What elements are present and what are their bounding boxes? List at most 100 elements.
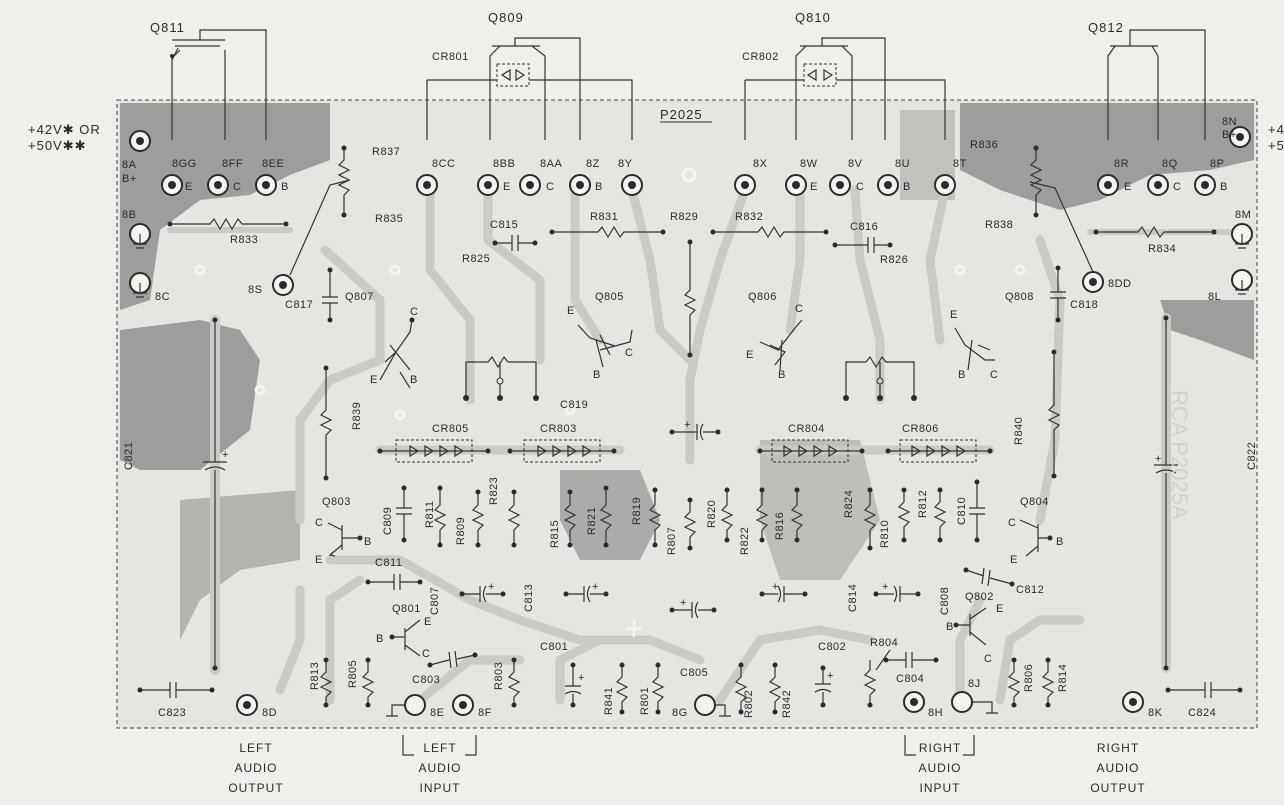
svg-text:R814: R814 (1057, 664, 1069, 692)
top-transistor-q809: Q809 CR801 (426, 10, 633, 140)
bottom-resistor-labels: R813 R805 R803 R841 R801 R802 R842 R806 … (309, 660, 1069, 718)
terminal-8g: 8G (672, 694, 731, 719)
q812-label: Q812 (1088, 20, 1124, 35)
svg-text:8D: 8D (262, 707, 277, 719)
svg-text:C: C (546, 181, 554, 193)
diode-array-cr806: CR806 (885, 423, 993, 463)
svg-text:E: E (950, 309, 958, 321)
terminal-8m: 8M (1231, 209, 1253, 249)
capacitor-c811: C811 (365, 557, 423, 590)
svg-text:C817: C817 (285, 299, 313, 311)
resistor-r832: R832 (710, 211, 829, 239)
svg-text:R820: R820 (706, 500, 718, 528)
svg-text:8U: 8U (895, 158, 910, 170)
capacitor-c816: C816 (832, 221, 893, 253)
svg-text:R804: R804 (870, 637, 898, 649)
svg-text:8R: 8R (1114, 158, 1129, 170)
svg-text:C801: C801 (540, 641, 568, 653)
svg-text:B: B (946, 621, 954, 633)
r826-label: R826 (880, 254, 908, 266)
svg-text:Q808: Q808 (1005, 291, 1034, 303)
svg-text:8N: 8N (1222, 116, 1237, 128)
terminal-8aa: 8AA C (519, 158, 562, 196)
supply-label-line2: +50V✱✱ (28, 138, 87, 153)
svg-text:R837: R837 (372, 146, 400, 158)
svg-text:+: + (882, 581, 889, 593)
c807-label: C807 (429, 587, 441, 615)
resistor-r840: R840 (1013, 349, 1061, 479)
capacitor-c805: C805 (680, 667, 708, 679)
svg-text:AUDIO: AUDIO (1096, 761, 1139, 775)
cr802-label: CR802 (742, 51, 779, 63)
svg-text:C804: C804 (896, 673, 924, 685)
q809-label: Q809 (488, 10, 524, 25)
terminal-8q: 8Q C (1147, 158, 1181, 196)
svg-text:C: C (410, 306, 418, 318)
capacitor-c824: C824 (1165, 682, 1243, 719)
terminal-8r: 8R E (1097, 158, 1131, 196)
resistor-r834: R834 (1093, 225, 1217, 255)
svg-text:B: B (364, 536, 372, 548)
svg-text:B: B (1056, 536, 1064, 548)
capacitor-c822: + C822 (1154, 315, 1258, 671)
svg-text:R831: R831 (590, 211, 618, 223)
svg-text:R811: R811 (424, 501, 436, 528)
diode-array-cr804: CR804 (757, 423, 865, 463)
transistor-q805: Q805 E C B (567, 291, 633, 381)
svg-text:C821: C821 (123, 442, 135, 470)
terminal-8bb: 8BB E (477, 158, 515, 196)
svg-text:E: E (503, 181, 511, 193)
svg-text:R822: R822 (739, 527, 751, 555)
svg-text:INPUT: INPUT (420, 781, 461, 795)
svg-text:+: + (1155, 453, 1162, 465)
terminal-8s: 8S (248, 274, 294, 296)
svg-text:R805: R805 (347, 660, 359, 688)
svg-text:B: B (958, 369, 966, 381)
svg-text:8Q: 8Q (1162, 158, 1178, 170)
svg-text:R815: R815 (549, 520, 561, 548)
r835-label: R835 (375, 213, 403, 225)
svg-text:R801: R801 (639, 687, 651, 715)
transistor-q803: Q803 C B E (315, 496, 372, 566)
svg-text:Q806: Q806 (748, 291, 777, 303)
svg-text:R840: R840 (1013, 417, 1025, 445)
svg-text:+: + (827, 670, 834, 682)
terminal-8gg: 8GG E (161, 158, 196, 196)
svg-text:AUDIO: AUDIO (234, 761, 277, 775)
svg-text:C809: C809 (382, 507, 394, 535)
svg-text:B: B (778, 369, 786, 381)
svg-text:C818: C818 (1070, 299, 1098, 311)
svg-text:C822: C822 (1246, 442, 1258, 470)
svg-text:8H: 8H (928, 707, 943, 719)
capacitor-right-lower-1: + (759, 581, 808, 603)
capacitor-c818: C818 (1050, 265, 1098, 323)
svg-text:8X: 8X (753, 158, 768, 170)
svg-text:8J: 8J (968, 678, 981, 690)
terminal-8z: 8Z B (569, 158, 602, 196)
svg-text:8K: 8K (1148, 707, 1163, 719)
svg-text:LEFT: LEFT (423, 741, 456, 755)
svg-text:Q802: Q802 (965, 591, 994, 603)
svg-text:R807: R807 (666, 527, 678, 555)
svg-text:E: E (996, 603, 1004, 615)
svg-text:C824: C824 (1188, 707, 1216, 719)
capacitor-center-upper: + (669, 419, 721, 441)
svg-text:C811: C811 (375, 557, 402, 569)
cr801-label: CR801 (432, 51, 469, 63)
svg-text:C: C (1008, 517, 1016, 529)
resistor-r831: R831 (549, 211, 666, 239)
svg-text:AUDIO: AUDIO (418, 761, 461, 775)
svg-text:R836: R836 (970, 139, 998, 151)
terminal-8k: 8K (1122, 691, 1163, 719)
capacitor-c817: C817 (285, 267, 338, 323)
c808-label: C808 (939, 587, 951, 615)
svg-text:8DD: 8DD (1108, 278, 1132, 290)
q810-label: Q810 (795, 10, 831, 25)
svg-text:R819: R819 (631, 497, 643, 525)
transistor-q808: Q808 E B C (950, 291, 1034, 381)
svg-text:Q804: Q804 (1020, 496, 1049, 508)
supply-label-line1: +42V✱ OR (28, 122, 101, 137)
terminal-8n: 8N B+ (1222, 116, 1251, 148)
terminal-8ee: 8EE B (255, 158, 288, 196)
label-right-audio-input: RIGHT AUDIO INPUT (918, 741, 960, 795)
